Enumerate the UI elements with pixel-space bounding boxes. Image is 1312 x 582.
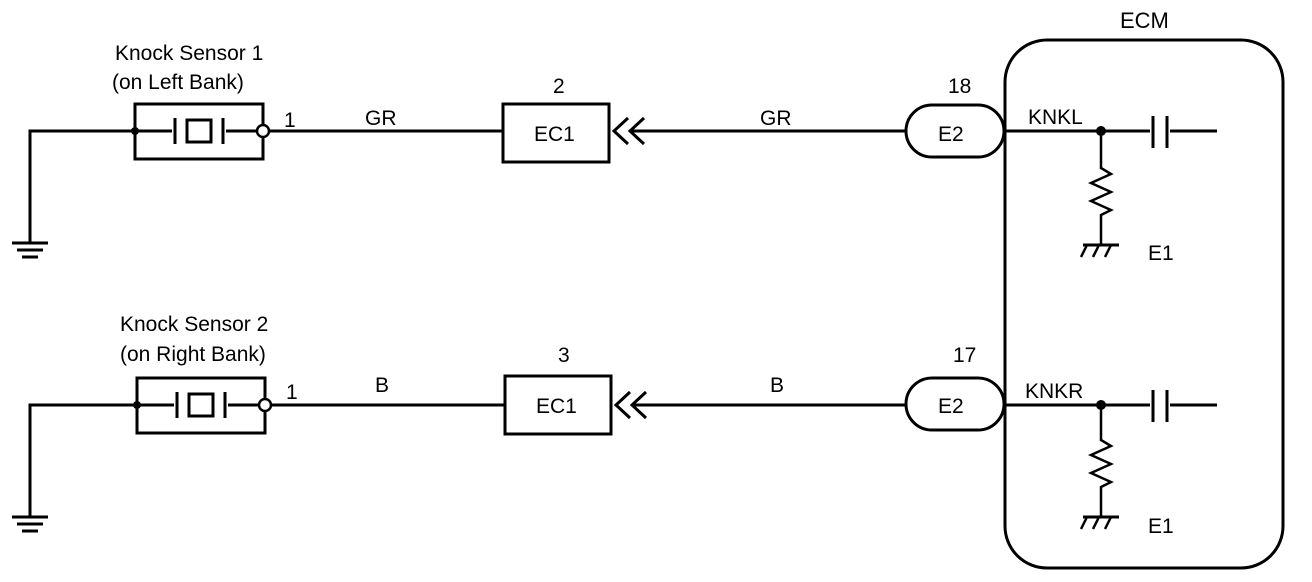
knock-sensor-2 bbox=[133, 376, 273, 435]
ecm-connector-1-name: E2 bbox=[938, 123, 964, 146]
ecm-pin-17: 17 bbox=[953, 344, 976, 367]
ecm-input-circuit-2: KNKR E1 bbox=[1005, 380, 1217, 538]
wire-2-color-right: B bbox=[770, 374, 784, 397]
ecm-box bbox=[1003, 38, 1285, 570]
knock-sensor-1-label: Knock Sensor 1 bbox=[115, 42, 263, 65]
signal-knkl: KNKL bbox=[1028, 106, 1083, 129]
connector-2-pin: 3 bbox=[558, 344, 570, 367]
ground-e1-2: E1 bbox=[1148, 515, 1174, 538]
connector-ec1-2: 3 EC1 bbox=[503, 344, 648, 436]
ecm-connector-2-name: E2 bbox=[938, 395, 964, 418]
knock-sensor-2-location: (on Right Bank) bbox=[120, 343, 266, 366]
connector-2-name: EC1 bbox=[536, 395, 577, 418]
knock-sensor-2-label: Knock Sensor 2 bbox=[120, 313, 268, 336]
wire-1-color-left: GR bbox=[365, 107, 397, 130]
knock-sensor-1 bbox=[131, 102, 271, 161]
chassis-ground-2 bbox=[12, 403, 137, 533]
wire-2-color-left: B bbox=[375, 374, 389, 397]
ecm-input-circuit-1: KNKL E1 bbox=[1005, 106, 1217, 265]
connector-1-name: EC1 bbox=[534, 123, 575, 146]
ground-e1-1: E1 bbox=[1148, 242, 1174, 265]
signal-knkr: KNKR bbox=[1025, 380, 1083, 403]
chassis-ground-1 bbox=[12, 129, 135, 259]
ecm-connector-e2-1: 18 E2 bbox=[904, 75, 1006, 159]
circuit-2: Knock Sensor 2 (on Right Bank) 1 B 3 EC1… bbox=[12, 313, 1217, 538]
ecm-label: ECM bbox=[1120, 8, 1169, 33]
ecm-pin-18: 18 bbox=[948, 75, 971, 98]
wire-1-color-right: GR bbox=[760, 107, 792, 130]
connector-ec1-1: 2 EC1 bbox=[501, 75, 646, 164]
circuit-1: Knock Sensor 1 (on Left Bank) 1 GR 2 EC1 bbox=[12, 42, 1217, 265]
sensor-1-pin: 1 bbox=[284, 109, 296, 132]
knock-sensor-1-location: (on Left Bank) bbox=[112, 71, 244, 94]
ecm-connector-e2-2: 17 E2 bbox=[904, 344, 1006, 432]
sensor-2-pin: 1 bbox=[286, 381, 298, 404]
connector-1-pin: 2 bbox=[553, 75, 565, 98]
